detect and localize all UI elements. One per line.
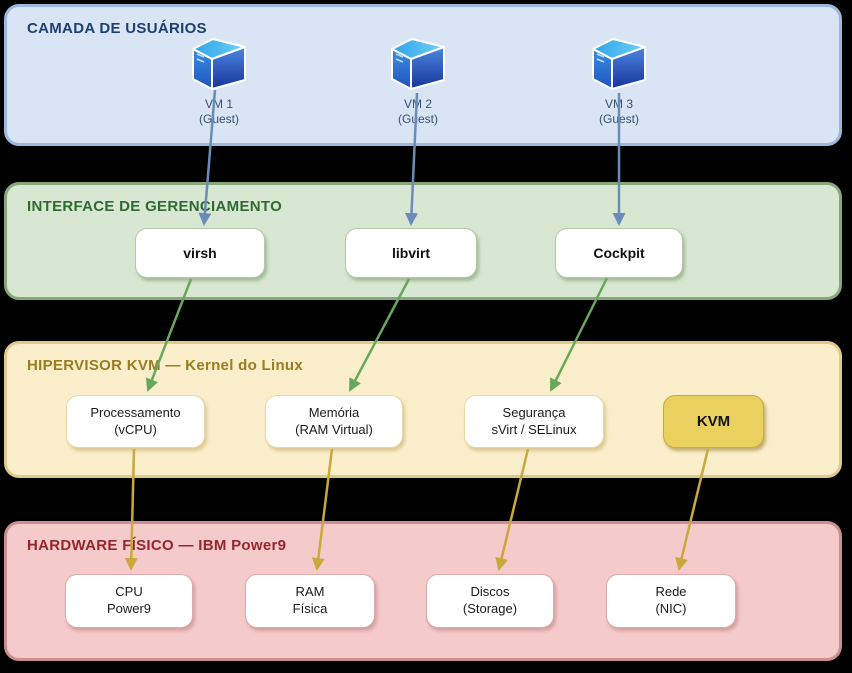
node-label: CPU	[115, 584, 143, 600]
mgmt-node-cockpit: Cockpit	[555, 228, 683, 278]
node-sublabel: (RAM Virtual)	[295, 421, 373, 437]
node-label: Rede	[655, 584, 687, 600]
server-cube-icon	[192, 38, 246, 90]
band-title-hypervisor: HIPERVISOR KVM — Kernel do Linux	[27, 357, 304, 374]
node-sublabel: (NIC)	[655, 601, 687, 616]
hypervisor-node-kvm: KVM	[663, 395, 764, 448]
node-label: Discos	[470, 584, 510, 600]
hardware-node-ram: RAM Física	[245, 574, 375, 628]
band-title-management: INTERFACE DE GERENCIAMENTO	[27, 198, 283, 215]
node-label: Segurança	[502, 404, 566, 420]
band-user-layer: CAMADA DE USUÁRIOS	[4, 4, 842, 146]
band-title-hardware: HARDWARE FÍSICO — IBM Power9	[27, 537, 287, 554]
vm-node-1: VM 1 (Guest)	[174, 38, 264, 127]
vm-label: VM 2 (Guest)	[397, 97, 438, 126]
node-label: RAM	[295, 584, 325, 600]
vm-label: VM 1 (Guest)	[198, 97, 239, 126]
mgmt-node-virsh: virsh	[135, 228, 265, 278]
band-title-users: CAMADA DE USUÁRIOS	[27, 20, 207, 37]
node-sublabel: (vCPU)	[114, 421, 157, 437]
mgmt-node-libvirt: libvirt	[345, 228, 477, 278]
node-sublabel: Física	[292, 601, 328, 616]
node-sublabel: (Storage)	[462, 601, 518, 616]
node-sublabel: sVirt / SELinux	[491, 421, 577, 437]
vm-node-3: VM 3 (Guest)	[574, 38, 664, 127]
node-sublabel: Power9	[106, 601, 152, 616]
server-cube-icon	[592, 38, 646, 90]
hardware-node-discos: Discos (Storage)	[426, 574, 554, 628]
node-label: virsh	[183, 244, 217, 261]
server-cube-icon	[391, 38, 445, 90]
hardware-node-rede: Rede (NIC)	[606, 574, 736, 628]
hypervisor-node-processamento: Processamento (vCPU)	[66, 395, 205, 448]
hypervisor-node-memoria: Memória (RAM Virtual)	[265, 395, 403, 448]
node-label: Cockpit	[593, 244, 645, 261]
vm-node-2: VM 2 (Guest)	[373, 38, 463, 127]
hardware-node-cpu: CPU Power9	[65, 574, 193, 628]
node-label: KVM	[696, 412, 731, 430]
node-label: Memória	[308, 404, 360, 420]
hypervisor-node-seguranca: Segurança sVirt / SELinux	[464, 395, 604, 448]
node-label: Processamento	[90, 404, 181, 420]
vm-label: VM 3 (Guest)	[598, 97, 639, 126]
node-label: libvirt	[391, 244, 431, 261]
